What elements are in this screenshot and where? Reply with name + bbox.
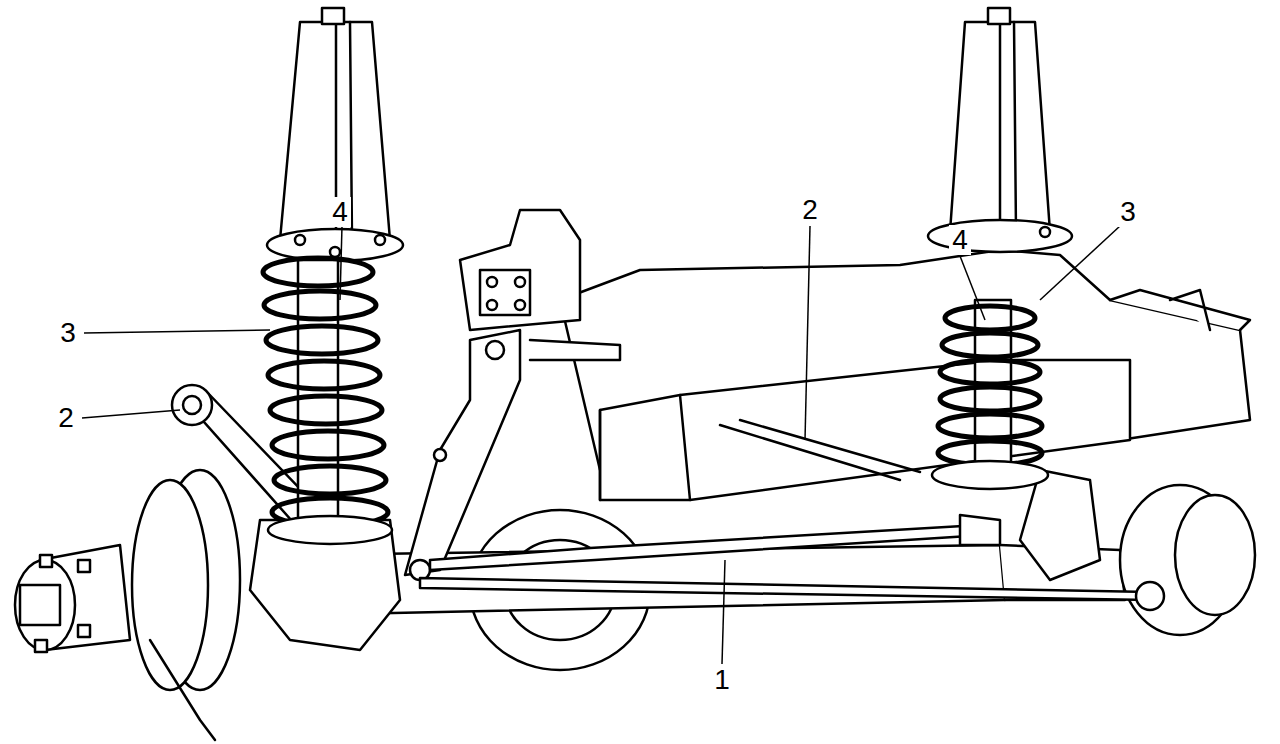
callout-number: 2 xyxy=(55,403,77,433)
leader-lines xyxy=(82,226,1120,664)
callout-number: 3 xyxy=(1117,197,1139,227)
callout-number: 4 xyxy=(949,225,971,255)
callout-number: 3 xyxy=(57,318,79,348)
callout-number: 2 xyxy=(799,195,821,225)
callout-number: 1 xyxy=(711,665,733,695)
callout-number: 4 xyxy=(329,197,351,227)
